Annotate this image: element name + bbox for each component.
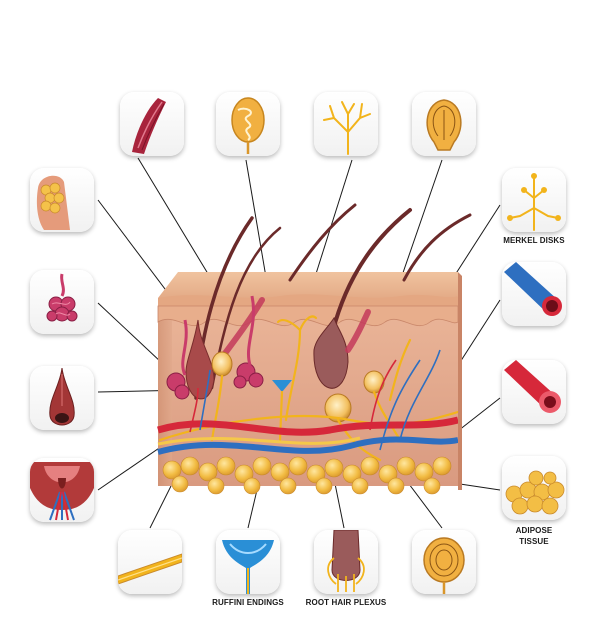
- adipose-tissue-icon: [505, 470, 565, 515]
- root-hair-plexus-tile: [314, 530, 378, 594]
- artery-tile: [502, 360, 566, 424]
- adipose-tissue-tile: [502, 456, 566, 520]
- pacinian-corpuscle-top-tile: [412, 92, 476, 156]
- vein-tile: [502, 262, 566, 326]
- muscle-icon: [132, 98, 166, 154]
- nerve-fiber-icon: [118, 553, 182, 585]
- pacinian-corpuscle-bottom-tile: [412, 530, 476, 594]
- merkel-disks-tile: [502, 168, 566, 232]
- merkel-disks-label: MERKEL DISKS: [503, 236, 565, 245]
- vein-icon: [504, 262, 562, 316]
- sweat-gland-icon: [46, 273, 78, 322]
- free-nerve-endings-tile: [314, 92, 378, 156]
- hair-bulb-icon: [49, 367, 75, 426]
- adipose-tissue-label-line1: ADIPOSE: [515, 526, 553, 535]
- sebaceous-gland-tile: [30, 168, 94, 232]
- pacinian-corpuscle-top-icon: [426, 99, 462, 151]
- free-nerve-endings-icon: [323, 101, 371, 155]
- hair-papilla-icon: [30, 462, 94, 521]
- sebaceous-gland-icon: [36, 175, 70, 230]
- ruffini-endings-tile: [216, 530, 280, 594]
- ruffini-endings-icon: [222, 540, 274, 594]
- hair-bulb-tile: [30, 366, 94, 430]
- root-hair-plexus-icon: [327, 530, 365, 592]
- sweat-gland-tile: [30, 270, 94, 334]
- nerve-fiber-tile: [118, 530, 182, 594]
- root-hair-plexus-label: ROOT HAIR PLEXUS: [305, 598, 387, 607]
- adipose-tissue-label-line2: TISSUE: [519, 537, 549, 546]
- merkel-disks-icon: [507, 173, 561, 231]
- pacinian-corpuscle-bottom-icon: [423, 537, 465, 594]
- meissner-corpuscle-icon: [231, 97, 265, 154]
- ruffini-endings-label: RUFFINI ENDINGS: [212, 598, 284, 607]
- hair-papilla-tile: [30, 458, 94, 522]
- muscle-tile: [120, 92, 184, 156]
- meissner-corpuscle-tile: [216, 92, 280, 156]
- artery-icon: [504, 360, 561, 413]
